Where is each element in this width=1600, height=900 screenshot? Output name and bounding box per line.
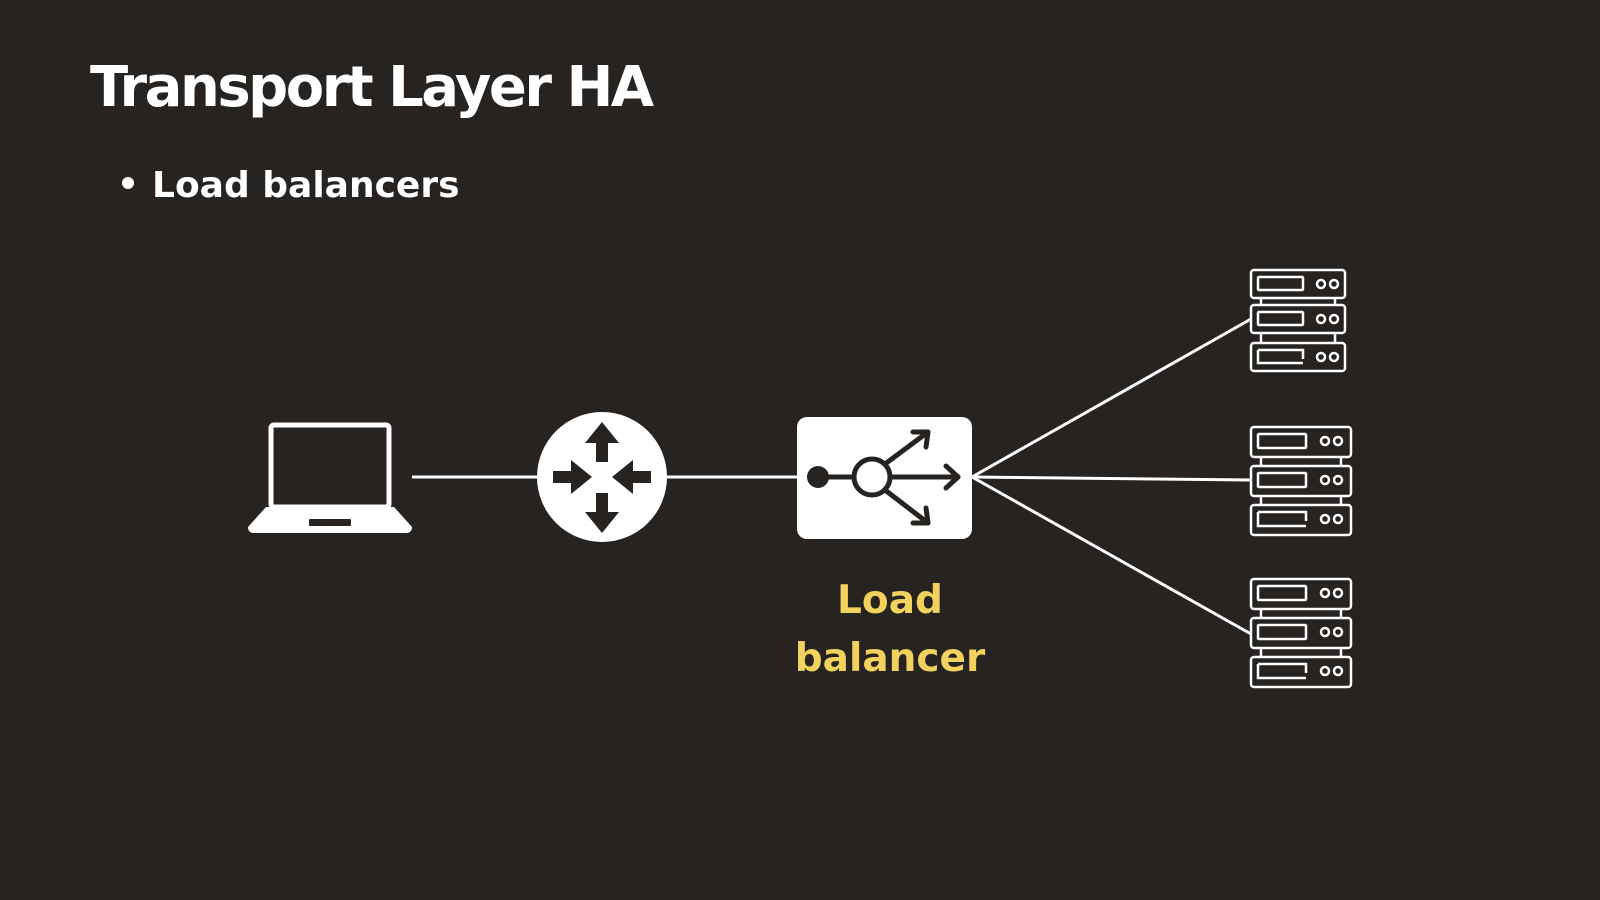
server-2 — [1249, 425, 1353, 537]
edge-load-balancer-server-2 — [971, 475, 1252, 482]
slide-title: Transport Layer HA — [90, 55, 654, 120]
load-balancer-label: Load balancer — [794, 578, 986, 681]
bullet-text: Load balancers — [152, 165, 460, 206]
load-balancer-icon — [797, 417, 972, 539]
connection-lines — [412, 317, 1252, 636]
server-rack-icon — [1249, 268, 1353, 689]
bullet-list: Load balancers — [122, 160, 460, 212]
bullet-item: Load balancers — [122, 160, 460, 212]
bullet-dot-icon — [122, 177, 134, 189]
laptop-icon — [248, 422, 412, 533]
edge-load-balancer-server-1 — [971, 317, 1252, 479]
edge-load-balancer-server-3 — [971, 475, 1252, 636]
server-1 — [1249, 268, 1347, 373]
router-icon — [537, 412, 667, 542]
server-3 — [1249, 577, 1353, 689]
